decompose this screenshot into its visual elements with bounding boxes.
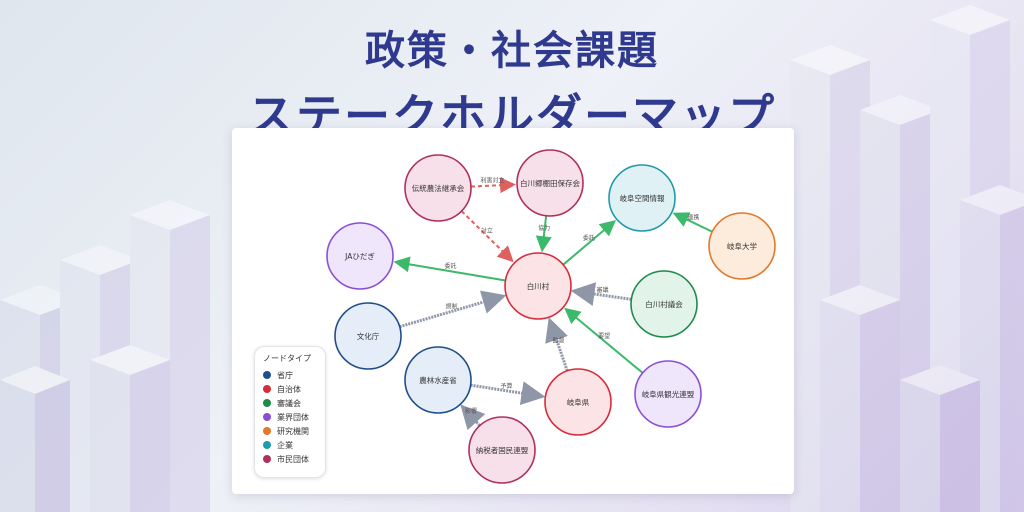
edge-norin-gifuken <box>470 381 546 406</box>
legend-dot <box>263 399 271 407</box>
legend-label: 企業 <box>277 440 293 450</box>
legend-dot <box>263 413 271 421</box>
edge-nozei-norin <box>460 404 486 431</box>
node-gifuken[interactable]: 岐阜県 <box>544 368 612 436</box>
node-circle[interactable] <box>504 252 572 320</box>
edge-label: 利害対立 <box>480 177 504 185</box>
node-bunka[interactable]: 文化庁 <box>334 302 402 370</box>
legend-item: 企業 <box>263 438 325 452</box>
edge-label: 対立 <box>481 227 493 235</box>
legend-item: 審議会 <box>263 396 325 410</box>
legend-item: 研究機関 <box>263 424 325 438</box>
edge-gifuken-shirakawa <box>545 317 569 372</box>
edge-shirakawa-gifukukan <box>562 219 617 266</box>
node-label: JAひだぎ <box>344 251 375 261</box>
legend-item: 業界団体 <box>263 410 325 424</box>
node-kanko[interactable]: 岐阜県観光連盟 <box>634 360 702 428</box>
edge-bunka-shirakawa <box>399 290 507 329</box>
node-gifukukan[interactable]: 岐阜空間情報 <box>608 164 676 232</box>
legend-dot <box>263 385 271 393</box>
edge-label: 規制 <box>446 302 458 310</box>
legend-dot <box>263 455 271 463</box>
node-label: 岐阜県 <box>567 397 590 407</box>
page-title-line1: 政策・社会課題 <box>365 28 659 74</box>
node-circle[interactable] <box>334 302 402 370</box>
edge-label: 監督 <box>552 336 564 344</box>
edge-label: 委託 <box>444 262 456 270</box>
legend-item: 省庁 <box>263 368 325 382</box>
node-circle[interactable] <box>608 164 676 232</box>
node-label: 納税者国民連盟 <box>476 445 529 455</box>
node-label: 岐阜大学 <box>727 241 757 251</box>
node-label: 文化庁 <box>357 331 380 341</box>
node-shirakawa[interactable]: 白川村 <box>504 252 572 320</box>
edge-kanko-shirakawa <box>564 307 644 374</box>
stakeholder-map-panel: 利害対立対立 協力委託 連携委託審議規制要望監督予算影響 伝統農法継承会 白川郷棚田保… <box>232 128 794 494</box>
node-circle[interactable] <box>634 360 702 428</box>
edge-label: 予算 <box>501 382 513 390</box>
node-norin[interactable]: 農林水産省 <box>404 346 472 414</box>
edge-label: 審議 <box>596 286 608 294</box>
node-gikai[interactable]: 白川村議会 <box>630 270 698 338</box>
edge-label: 影響 <box>465 407 477 415</box>
legend-item: 市民団体 <box>263 452 325 466</box>
edge-label: 連携 <box>687 214 699 222</box>
edge-gifudai-gifukukan <box>672 212 713 233</box>
node-circle[interactable] <box>516 149 584 217</box>
node-circle[interactable] <box>630 270 698 338</box>
legend-dot <box>263 441 271 449</box>
node-label: 白川村 <box>527 281 550 291</box>
edge-label: 委託 <box>583 234 595 242</box>
legend: ノードタイプ 省庁 自治体 審議会 業界団体 研究機関 企業 市民団体 <box>254 346 326 478</box>
legend-label: 研究機関 <box>277 426 309 436</box>
legend-label: 業界団体 <box>277 412 309 422</box>
node-label: 岐阜空間情報 <box>620 193 665 203</box>
edge-shirakawago-shirakawa <box>535 215 552 253</box>
node-nozei[interactable]: 納税者国民連盟 <box>468 416 536 484</box>
node-circle[interactable] <box>326 222 394 290</box>
node-label: 白川村議会 <box>645 299 683 309</box>
node-shirakawago[interactable]: 白川郷棚田保存会 <box>516 149 584 217</box>
node-circle[interactable] <box>404 154 472 222</box>
legend-dot <box>263 371 271 379</box>
edge-dento-shirakawago <box>470 177 517 194</box>
edge-label: 協力 <box>538 224 550 232</box>
node-circle[interactable] <box>544 368 612 436</box>
legend-label: 審議会 <box>277 398 301 408</box>
edge-dento-shirakawa <box>460 210 514 263</box>
node-circle[interactable] <box>468 416 536 484</box>
edge-shirakawa-ja <box>393 256 506 282</box>
legend-dot <box>263 427 271 435</box>
node-circle[interactable] <box>404 346 472 414</box>
legend-item: 自治体 <box>263 382 325 396</box>
node-gifudai[interactable]: 岐阜大学 <box>708 212 776 280</box>
legend-title: ノードタイプ <box>263 354 311 363</box>
node-circle[interactable] <box>708 212 776 280</box>
legend-label: 自治体 <box>277 384 301 394</box>
node-label: 岐阜県観光連盟 <box>642 389 695 399</box>
edge-label: 要望 <box>598 332 610 340</box>
node-label: 白川郷棚田保存会 <box>520 178 580 188</box>
legend-label: 市民団体 <box>277 454 309 464</box>
node-label: 農林水産省 <box>419 375 457 385</box>
node-dento[interactable]: 伝統農法継承会 <box>404 154 472 222</box>
node-label: 伝統農法継承会 <box>412 183 465 193</box>
node-ja[interactable]: JAひだぎ <box>326 222 394 290</box>
legend-label: 省庁 <box>277 370 293 380</box>
edge-gikai-shirakawa <box>570 282 632 306</box>
